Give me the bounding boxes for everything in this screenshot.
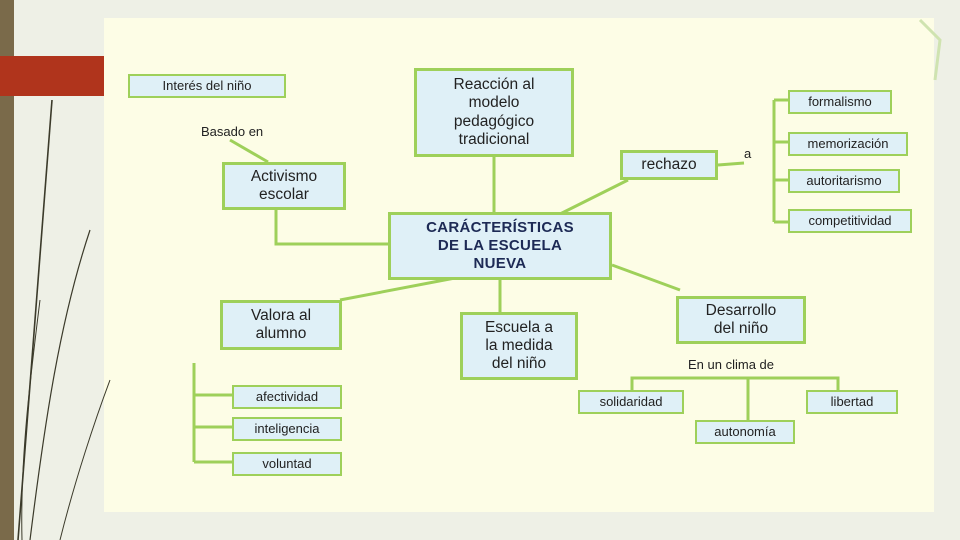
valora-item-label: inteligencia — [254, 421, 319, 436]
rechazo-box: rechazo — [620, 150, 718, 180]
clima-item-solidaridad: solidaridad — [578, 390, 684, 414]
rechazo-label: rechazo — [641, 156, 696, 174]
reaccion-box: Reacción al modelo pedagógico tradiciona… — [414, 68, 574, 157]
valora-item-afectividad: afectividad — [232, 385, 342, 409]
interes-del-nino-box: Interés del niño — [128, 74, 286, 98]
valora-item-voluntad: voluntad — [232, 452, 342, 476]
valora-item-inteligencia: inteligencia — [232, 417, 342, 441]
reaccion-label: Reacción al modelo pedagógico tradiciona… — [454, 76, 535, 149]
valora-item-label: afectividad — [256, 389, 318, 404]
clima-item-label: libertad — [831, 394, 874, 409]
escuela-medida-label: Escuela a la medida del niño — [485, 319, 553, 374]
valora-alumno-box: Valora al alumno — [220, 300, 342, 350]
activismo-escolar-box: Activismo escolar — [222, 162, 346, 210]
valora-item-label: voluntad — [262, 456, 311, 471]
interes-label: Interés del niño — [163, 78, 252, 93]
escuela-medida-box: Escuela a la medida del niño — [460, 312, 578, 380]
center-concept-box: CARÁCTERÍSTICAS DE LA ESCUELA NUEVA — [388, 212, 612, 280]
clima-item-libertad: libertad — [806, 390, 898, 414]
rechazo-item-competitividad: competitividad — [788, 209, 912, 233]
clima-label: En un clima de — [688, 357, 774, 372]
rechazo-item-formalismo: formalismo — [788, 90, 892, 114]
center-title: CARÁCTERÍSTICAS DE LA ESCUELA NUEVA — [426, 219, 574, 272]
clima-item-autonomia: autonomía — [695, 420, 795, 444]
rechazo-item-label: formalismo — [808, 94, 872, 109]
basado-en-label: Basado en — [201, 124, 263, 139]
rechazo-item-label: competitividad — [808, 213, 891, 228]
rechazo-item-autoritarismo: autoritarismo — [788, 169, 900, 193]
a-label: a — [744, 146, 751, 161]
rechazo-item-label: autoritarismo — [806, 173, 881, 188]
clima-item-label: solidaridad — [600, 394, 663, 409]
rechazo-item-label: memorización — [808, 136, 889, 151]
desarrollo-nino-box: Desarrollo del niño — [676, 296, 806, 344]
clima-item-label: autonomía — [714, 424, 775, 439]
valora-label: Valora al alumno — [251, 307, 311, 344]
activismo-label: Activismo escolar — [251, 168, 317, 205]
rechazo-item-memorizacion: memorización — [788, 132, 908, 156]
desarrollo-label: Desarrollo del niño — [706, 302, 777, 339]
